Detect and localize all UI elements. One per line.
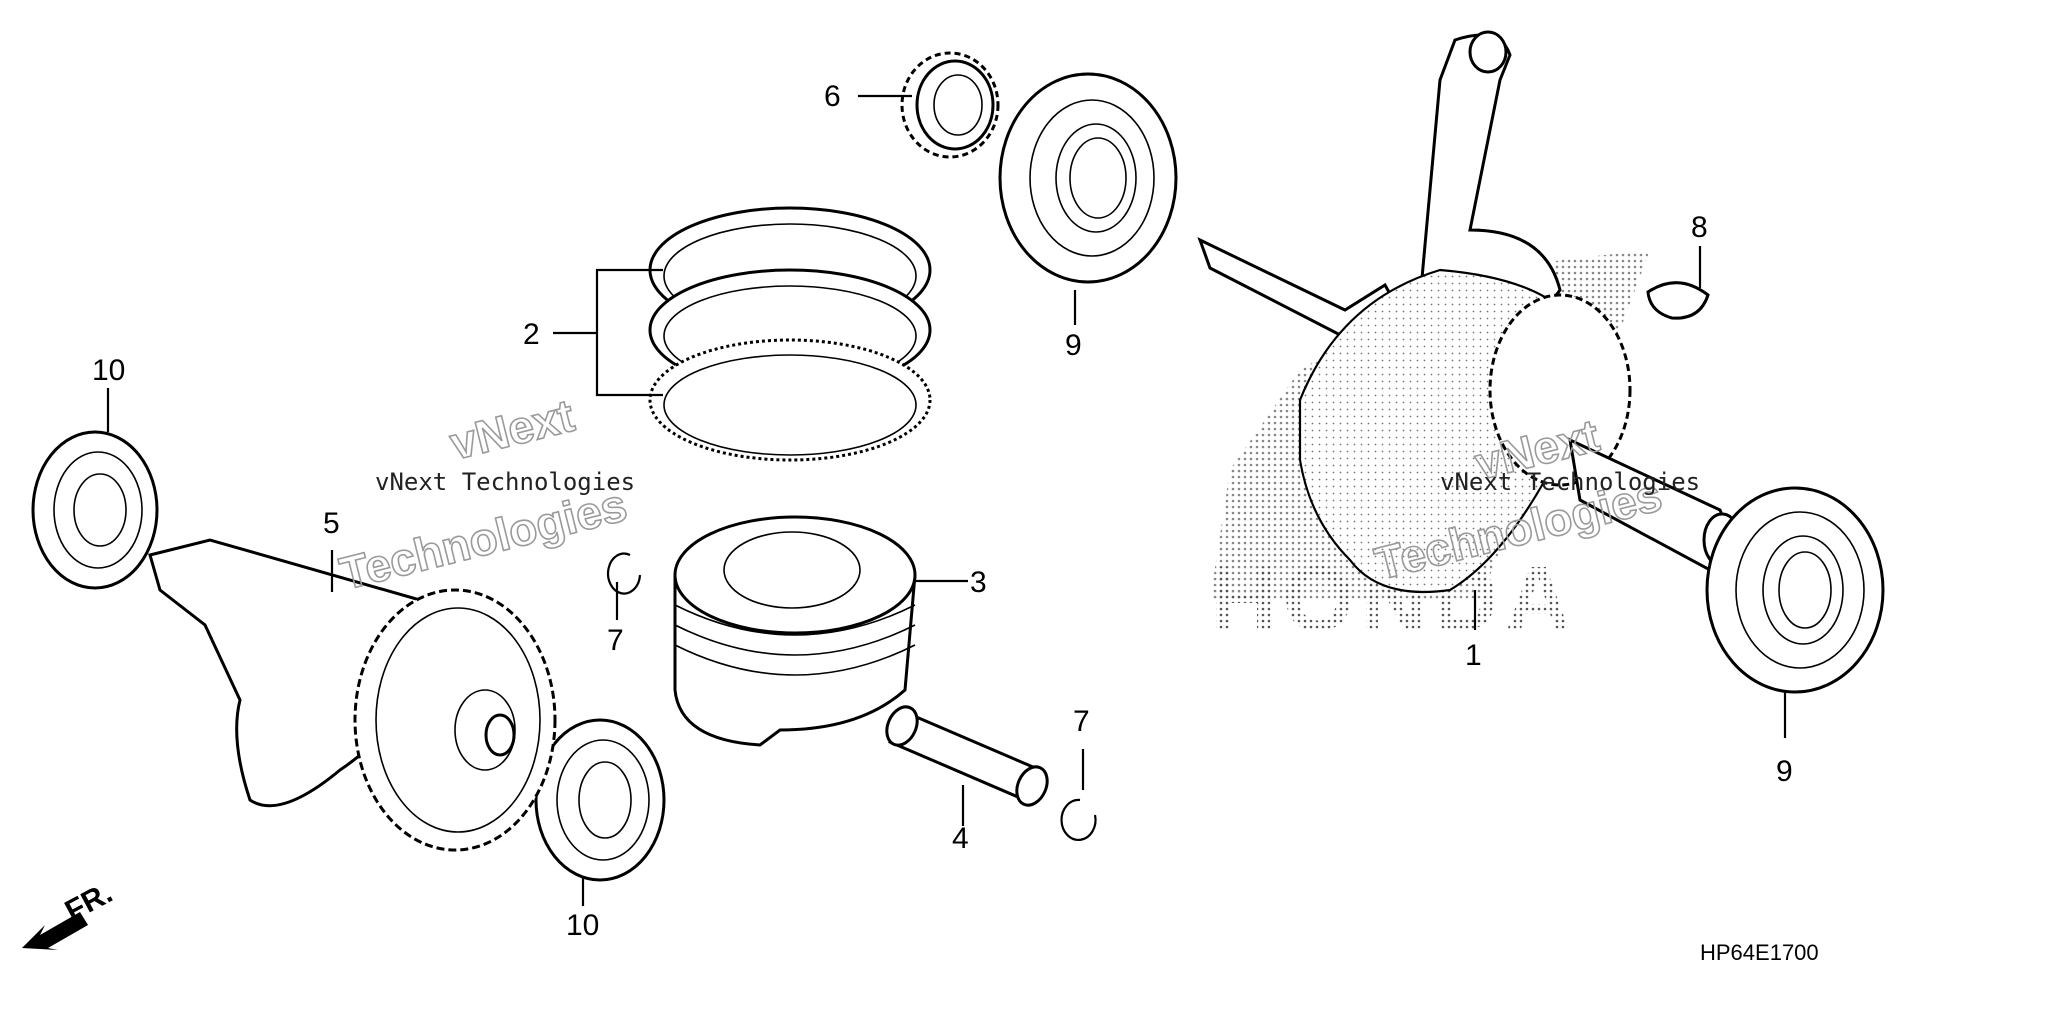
- callout-2: 2: [523, 318, 540, 351]
- part-1-crankshaft: [1197, 30, 1742, 594]
- callout-3: 3: [970, 566, 987, 599]
- part-5-balancer-shaft: [148, 538, 557, 852]
- callout-1: 1: [1465, 639, 1482, 672]
- part-6-gear: [900, 51, 1000, 159]
- part-3-piston: [673, 515, 917, 747]
- callout-7-right: 7: [1073, 705, 1090, 738]
- part-9-bearing-upper: [998, 72, 1178, 284]
- part-4-piston-pin: [885, 705, 1049, 807]
- callout-7-left: 7: [607, 624, 624, 657]
- callout-8: 8: [1691, 211, 1708, 244]
- part-9-bearing-right: [1705, 486, 1885, 694]
- watermark-left-line1: vNext: [445, 389, 579, 470]
- part-8-woodruff-key: [1646, 281, 1710, 320]
- watermark-left: vNext Technologies vNext Technologies: [334, 388, 635, 600]
- callout-10-left: 10: [92, 354, 125, 387]
- part-10-bearing-bottom: [534, 718, 666, 882]
- part-7-clip-right: [1060, 798, 1097, 842]
- diagram-code: HP64E1700: [1700, 940, 1819, 965]
- callout-5: 5: [323, 507, 340, 540]
- part-7-clip-left: [607, 552, 642, 595]
- callout-9-right: 9: [1776, 755, 1793, 788]
- front-direction-marker: FR.: [22, 876, 118, 950]
- callout-4: 4: [952, 822, 969, 855]
- watermark-right-mono: vNext Technologies: [1440, 468, 1700, 496]
- callout-6: 6: [824, 80, 841, 113]
- part-2-piston-rings: [648, 206, 932, 462]
- callout-9-upper: 9: [1065, 329, 1082, 362]
- callout-10-bottom: 10: [566, 909, 599, 942]
- watermark-left-line2: Technologies: [335, 478, 632, 599]
- part-10-bearing-left: [31, 430, 159, 590]
- leader-lines: [106, 94, 1787, 906]
- watermark-left-mono: vNext Technologies: [375, 468, 635, 496]
- front-arrow-icon: [22, 912, 88, 950]
- callout-labels: 1 2 3 4 5 6 7 7 8 9 9 10 10: [92, 80, 1793, 942]
